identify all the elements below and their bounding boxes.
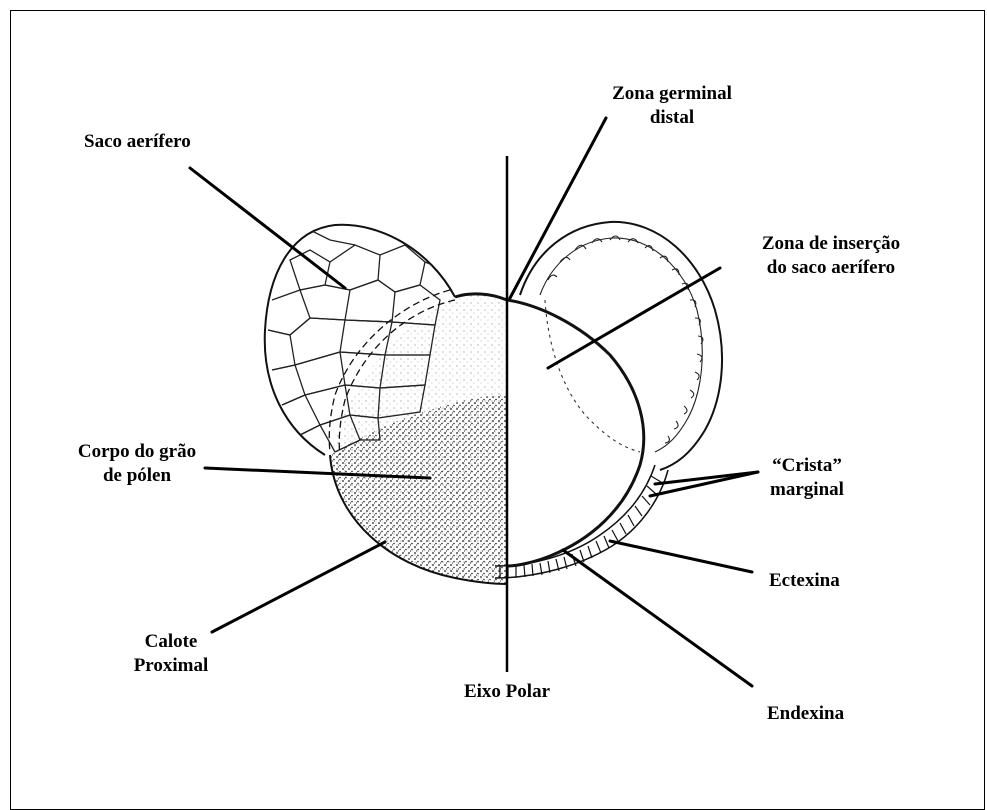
leader-zona-germinal [510,118,606,298]
grain-body-right-half [495,300,668,578]
label-endexina: Endexina [767,702,844,726]
leader-calote-proximal [212,542,385,632]
label-crista-marginal: “Crista” marginal [752,454,862,502]
leader-endexina [563,550,752,686]
leader-ectexina [610,541,752,572]
label-calote-proximal: Calote Proximal [96,630,246,678]
grain-body-left-half [300,290,510,590]
label-zona-insercao: Zona de inserção do saco aerífero [716,232,946,280]
right-air-sac [520,222,722,470]
label-eixo-polar: Eixo Polar [430,680,584,704]
label-zona-germinal-distal: Zona germinal distal [572,82,772,130]
label-saco-aerifero: Saco aerífero [84,130,191,154]
label-ectexina: Ectexina [769,569,840,593]
leader-zona-insercao [548,268,720,368]
label-corpo-grao: Corpo do grão de pólen [42,440,232,488]
